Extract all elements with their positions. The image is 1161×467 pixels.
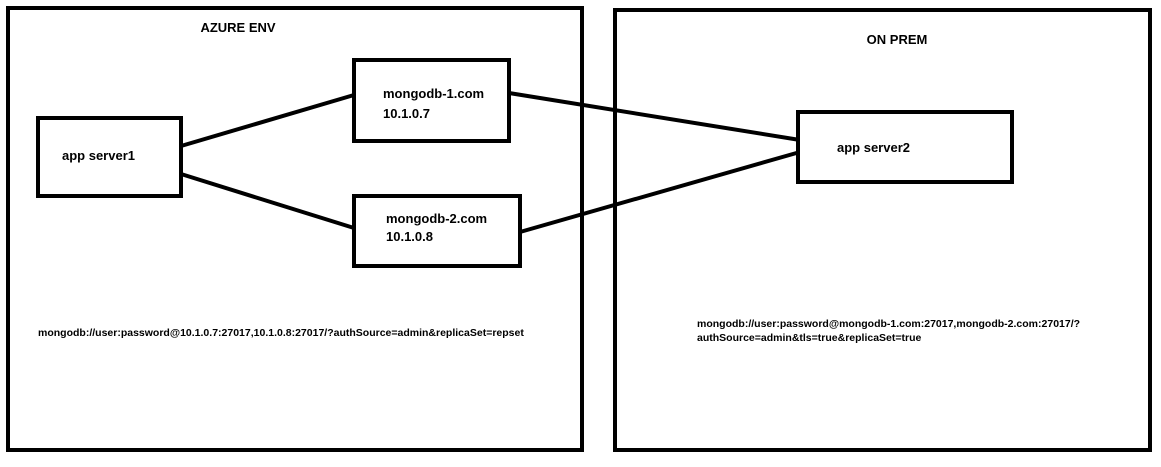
mongodb-1-host: mongodb-1.com (383, 86, 484, 101)
app-server1-label: app server1 (62, 148, 135, 163)
onprem-connection-string-line1: mongodb://user:password@mongodb-1.com:27… (697, 318, 1080, 330)
azure-env-boundary (6, 6, 584, 452)
azure-env-zone: AZURE ENV (6, 6, 584, 452)
onprem-connection-string-line2: authSource=admin&tls=true&replicaSet=tru… (697, 332, 922, 344)
azure-connection-string: mongodb://user:password@10.1.0.7:27017,1… (38, 327, 524, 339)
app-server2-label: app server2 (837, 140, 910, 155)
onprem-title: ON PREM (867, 32, 928, 47)
azure-env-title: AZURE ENV (200, 20, 275, 35)
mongodb-1-ip: 10.1.0.7 (383, 106, 430, 121)
app-server1-node: app server1 (36, 116, 183, 198)
app-server2-node: app server2 (796, 110, 1014, 184)
mongodb-1-node: mongodb-1.com 10.1.0.7 (352, 58, 511, 143)
mongodb-2-host: mongodb-2.com (386, 211, 487, 226)
link-mongo2-app2 (519, 150, 801, 234)
mongodb-2-ip: 10.1.0.8 (386, 229, 433, 244)
link-app1-mongo1 (180, 93, 355, 148)
mongodb-2-node: mongodb-2.com 10.1.0.8 (352, 194, 522, 268)
link-mongo1-app2 (508, 91, 801, 142)
onprem-boundary (613, 8, 1152, 452)
link-app1-mongo2 (180, 172, 355, 230)
onprem-zone: ON PREM (613, 8, 1152, 452)
